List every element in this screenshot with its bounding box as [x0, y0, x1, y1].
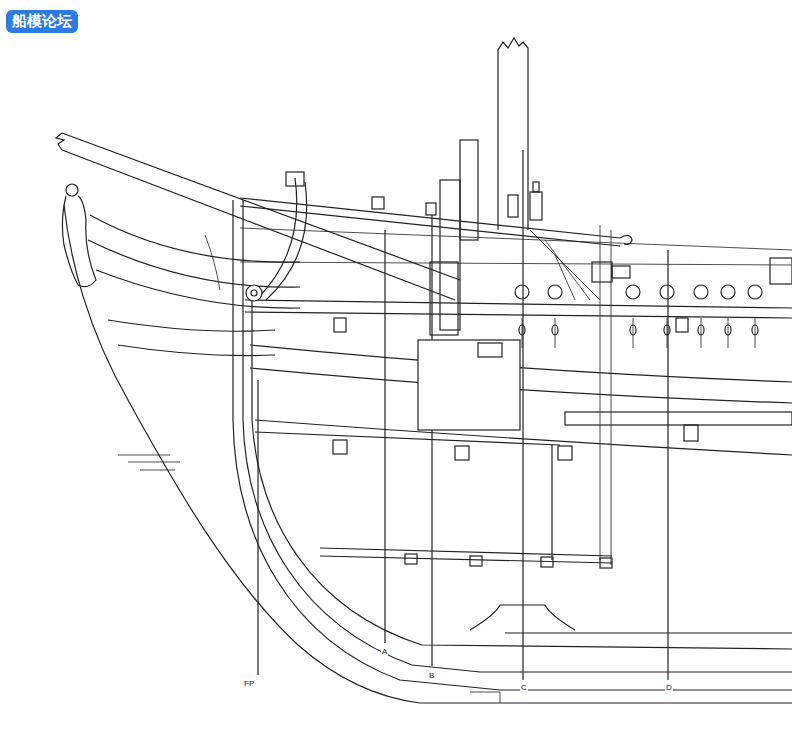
- hull-profile-part: [64, 205, 792, 703]
- station-lines: [258, 150, 668, 680]
- gun-row-part: [548, 285, 562, 299]
- foremast-part: [460, 140, 478, 240]
- station-lines-part: [257, 380, 258, 675]
- deck-beams-part: [541, 557, 553, 567]
- foremast-part: [592, 262, 612, 282]
- deck-beams-part: [684, 425, 698, 441]
- hull-profile-part: [118, 455, 180, 470]
- gun-row-part: [721, 285, 735, 299]
- gun-row: [515, 285, 762, 348]
- foremast-part: [372, 197, 384, 209]
- station-lines-part: [667, 250, 668, 680]
- head-and-figurehead-part: [251, 290, 257, 296]
- deck-lines-part: [245, 300, 792, 318]
- head-and-figurehead-part: [118, 345, 275, 356]
- foremast-part: [533, 182, 539, 192]
- deck-beams-part: [334, 318, 346, 332]
- foremast-part: [498, 38, 528, 230]
- station-lines-part: [611, 230, 612, 565]
- station-label: FP: [243, 680, 255, 688]
- foremast-part: [430, 262, 458, 335]
- deck-lines-part: [565, 412, 792, 425]
- gun-row-part: [725, 325, 731, 335]
- head-and-figurehead-part: [246, 285, 262, 301]
- gun-row-part: [515, 285, 529, 299]
- deck-beams-part: [405, 554, 417, 564]
- foremast: [372, 38, 792, 630]
- deck-beams-part: [470, 556, 482, 566]
- gun-row-part: [698, 325, 704, 335]
- bowsprit: [56, 133, 460, 300]
- watermark: 船模论坛: [6, 10, 78, 33]
- deck-lines-part: [250, 368, 792, 403]
- gun-row-part: [664, 325, 670, 335]
- deck-lines-part: [551, 445, 552, 560]
- head-and-figurehead-part: [258, 178, 307, 300]
- gun-row-part: [630, 325, 636, 335]
- station-label: B: [428, 672, 435, 680]
- foremast-part: [478, 343, 502, 357]
- station-label: C: [520, 684, 528, 692]
- gun-row-part: [519, 325, 525, 335]
- deck-beams-part: [333, 440, 347, 454]
- deck-lines-part: [255, 432, 560, 445]
- deck-beams-part: [558, 446, 572, 460]
- station-lines-part: [522, 150, 523, 680]
- deck-beams-part: [600, 558, 612, 568]
- hull-profile-part: [470, 692, 500, 703]
- station-lines-part: [384, 230, 385, 643]
- head-and-figurehead-part: [88, 240, 300, 287]
- foremast-part: [470, 605, 575, 630]
- hull-profile: [64, 200, 792, 703]
- gun-row-part: [552, 325, 558, 335]
- gun-row-part: [748, 285, 762, 299]
- deck-lines-part: [250, 345, 792, 382]
- gun-row-part: [522, 318, 755, 348]
- foremast-part: [426, 203, 436, 215]
- bowsprit-part: [62, 133, 460, 300]
- station-label: D: [665, 684, 673, 692]
- station-label: A: [381, 648, 388, 656]
- hull-profile-part: [505, 632, 792, 633]
- deck-beams-part: [676, 318, 688, 332]
- deck-beams: [333, 318, 698, 568]
- gun-row-part: [694, 285, 708, 299]
- head-and-figurehead-part: [108, 320, 275, 331]
- station-lines-part: [431, 215, 432, 666]
- head-and-figurehead-part: [96, 270, 300, 308]
- foremast-part: [770, 258, 792, 284]
- bowsprit-part: [56, 133, 64, 150]
- head-and-figurehead: [62, 172, 306, 356]
- deck-beams-part: [455, 446, 469, 460]
- foremast-part: [612, 266, 630, 278]
- gun-row-part: [660, 285, 674, 299]
- head-and-figurehead-part: [66, 184, 78, 196]
- foremast-part: [530, 192, 542, 220]
- foremast-part: [440, 180, 460, 330]
- deck-lines-part: [320, 548, 612, 563]
- hull-profile-part: [243, 200, 792, 672]
- foremast-part: [418, 340, 520, 430]
- gun-row-part: [626, 285, 640, 299]
- deck-lines: [240, 198, 792, 563]
- deck-lines-part: [240, 228, 792, 250]
- gun-row-part: [752, 325, 758, 335]
- head-and-figurehead-part: [205, 235, 220, 290]
- head-and-figurehead-part: [286, 172, 304, 186]
- deck-lines-part: [240, 262, 792, 265]
- hull-profile-part: [233, 200, 792, 690]
- station-lines-part: [600, 225, 601, 560]
- foremast-part: [508, 195, 518, 217]
- foremast-part: [530, 230, 600, 300]
